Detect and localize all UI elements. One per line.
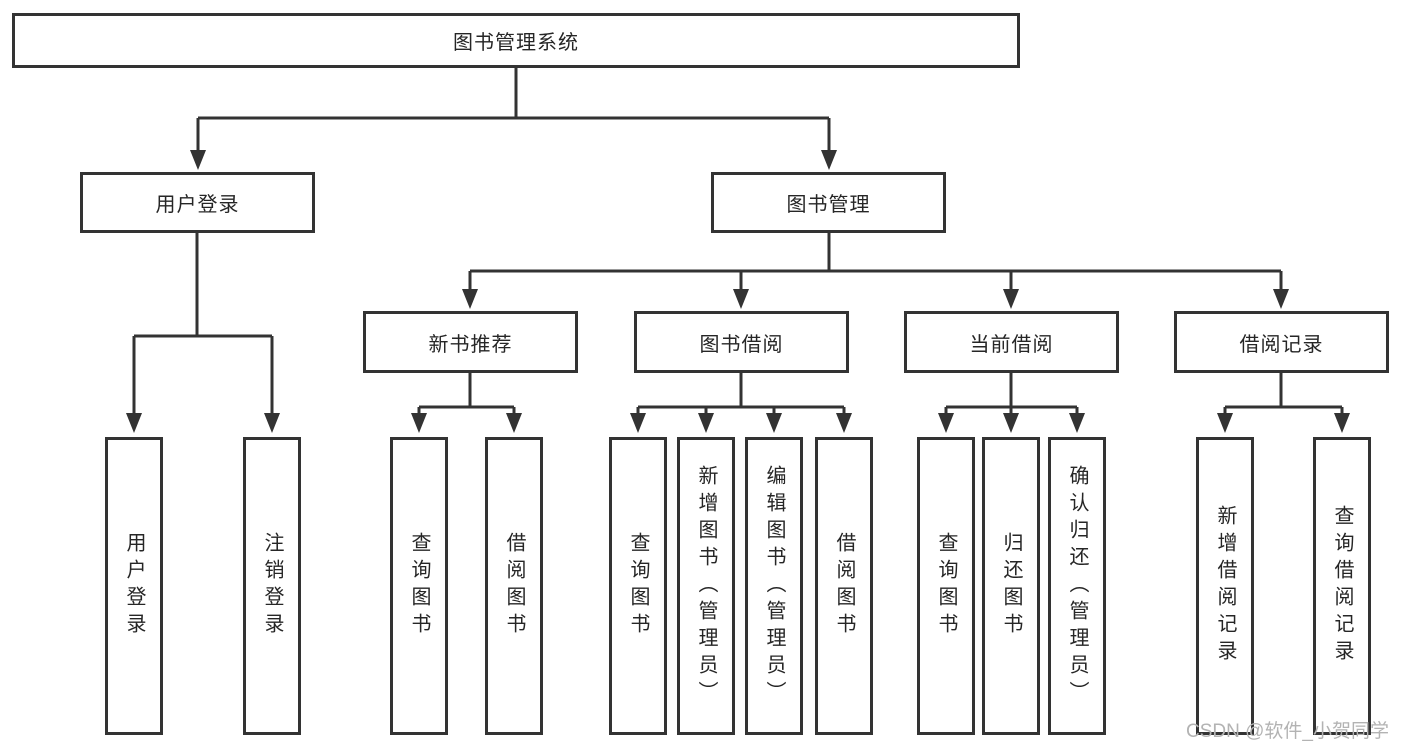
- connector-root-to-level1: [190, 68, 837, 170]
- leaf-label: 归还图书: [1000, 532, 1022, 640]
- leaf-borrow-books-borrowing: 借阅图书: [815, 437, 873, 735]
- node-current-borrowing: 当前借阅: [904, 311, 1119, 373]
- arrow-down-icon: [411, 413, 427, 433]
- leaf-user-login: 用户登录: [105, 437, 163, 735]
- leaf-label: 新增借阅记录: [1214, 505, 1236, 667]
- leaf-edit-books-admin: 编辑图书（管理员）: [745, 437, 803, 735]
- node-library-management-system: 图书管理系统: [12, 13, 1020, 68]
- arrow-down-icon: [506, 413, 522, 433]
- node-label: 图书借阅: [699, 333, 784, 356]
- leaf-label: 查询借阅记录: [1331, 505, 1353, 667]
- arrow-down-icon: [698, 413, 714, 433]
- leaf-label: 编辑图书（管理员）: [763, 464, 785, 708]
- connector-records-to-leaves: [1217, 373, 1350, 433]
- leaf-label: 查询图书: [935, 532, 957, 640]
- arrow-down-icon: [938, 413, 954, 433]
- node-borrowing-records: 借阅记录: [1174, 311, 1389, 373]
- leaf-label: 用户登录: [123, 532, 145, 640]
- leaf-label: 查询图书: [408, 532, 430, 640]
- arrow-down-icon: [1003, 413, 1019, 433]
- connector-recommend-to-leaves: [411, 373, 522, 433]
- arrow-down-icon: [462, 289, 478, 309]
- arrow-down-icon: [1069, 413, 1085, 433]
- leaf-label: 借阅图书: [833, 532, 855, 640]
- connector-borrowing-to-leaves: [630, 373, 852, 433]
- node-user-login: 用户登录: [80, 172, 315, 233]
- node-label: 用户登录: [155, 194, 240, 216]
- arrow-down-icon: [126, 413, 142, 433]
- node-label: 图书管理: [786, 194, 871, 216]
- arrow-down-icon: [630, 413, 646, 433]
- leaf-label: 借阅图书: [503, 532, 525, 640]
- arrow-down-icon: [766, 413, 782, 433]
- node-new-book-recommendation: 新书推荐: [363, 311, 578, 373]
- leaf-add-books-admin: 新增图书（管理员）: [677, 437, 735, 735]
- arrow-down-icon: [821, 150, 837, 170]
- arrow-down-icon: [190, 150, 206, 170]
- arrow-down-icon: [733, 289, 749, 309]
- leaf-label: 新增图书（管理员）: [695, 464, 717, 708]
- node-label: 图书管理系统: [453, 32, 579, 54]
- arrow-down-icon: [1003, 289, 1019, 309]
- node-label: 新书推荐: [428, 333, 513, 356]
- leaf-return-books: 归还图书: [982, 437, 1040, 735]
- node-label: 当前借阅: [969, 333, 1054, 356]
- leaf-query-books-recommend: 查询图书: [390, 437, 448, 735]
- arrow-down-icon: [836, 413, 852, 433]
- leaf-query-books-current: 查询图书: [917, 437, 975, 735]
- connector-current-to-leaves: [938, 373, 1085, 433]
- leaf-label: 注销登录: [261, 532, 283, 640]
- arrow-down-icon: [1217, 413, 1233, 433]
- node-book-borrowing: 图书借阅: [634, 311, 849, 373]
- arrow-down-icon: [264, 413, 280, 433]
- leaf-borrow-books-recommend: 借阅图书: [485, 437, 543, 735]
- leaf-query-borrowing-record: 查询借阅记录: [1313, 437, 1371, 735]
- arrow-down-icon: [1273, 289, 1289, 309]
- node-label: 借阅记录: [1239, 333, 1324, 356]
- leaf-query-books-borrowing: 查询图书: [609, 437, 667, 735]
- connector-book-management-to-level2: [462, 233, 1289, 309]
- leaf-label: 查询图书: [627, 532, 649, 640]
- node-book-management: 图书管理: [711, 172, 946, 233]
- leaf-confirm-return-admin: 确认归还（管理员）: [1048, 437, 1106, 735]
- arrow-down-icon: [1334, 413, 1350, 433]
- connector-user-login-to-leaves: [126, 233, 280, 433]
- csdn-watermark: CSDN @软件_小贺同学: [1186, 721, 1389, 742]
- leaf-add-borrowing-record: 新增借阅记录: [1196, 437, 1254, 735]
- leaf-label: 确认归还（管理员）: [1066, 464, 1088, 708]
- leaf-logout: 注销登录: [243, 437, 301, 735]
